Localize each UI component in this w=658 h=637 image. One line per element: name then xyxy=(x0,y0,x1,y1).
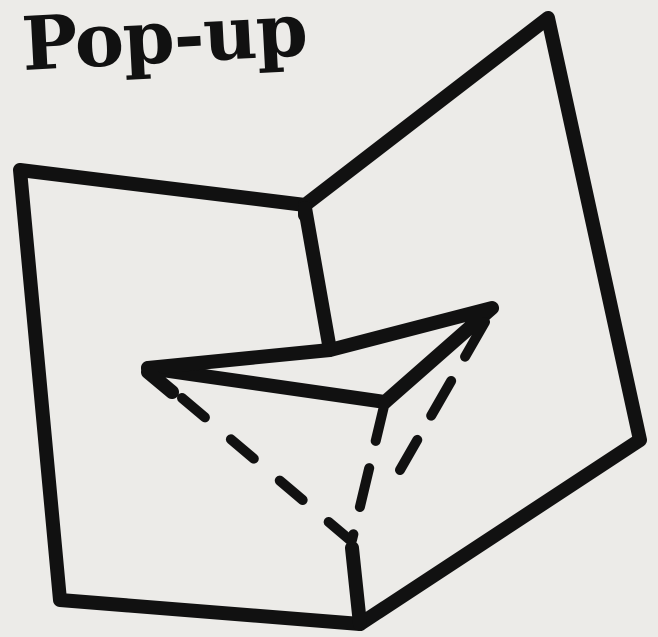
popup-fold-left-dashed xyxy=(182,398,350,540)
cut-edge-vertical xyxy=(305,208,330,350)
popup-fold-center-dashed xyxy=(352,402,385,540)
center-fold-line xyxy=(352,548,360,624)
